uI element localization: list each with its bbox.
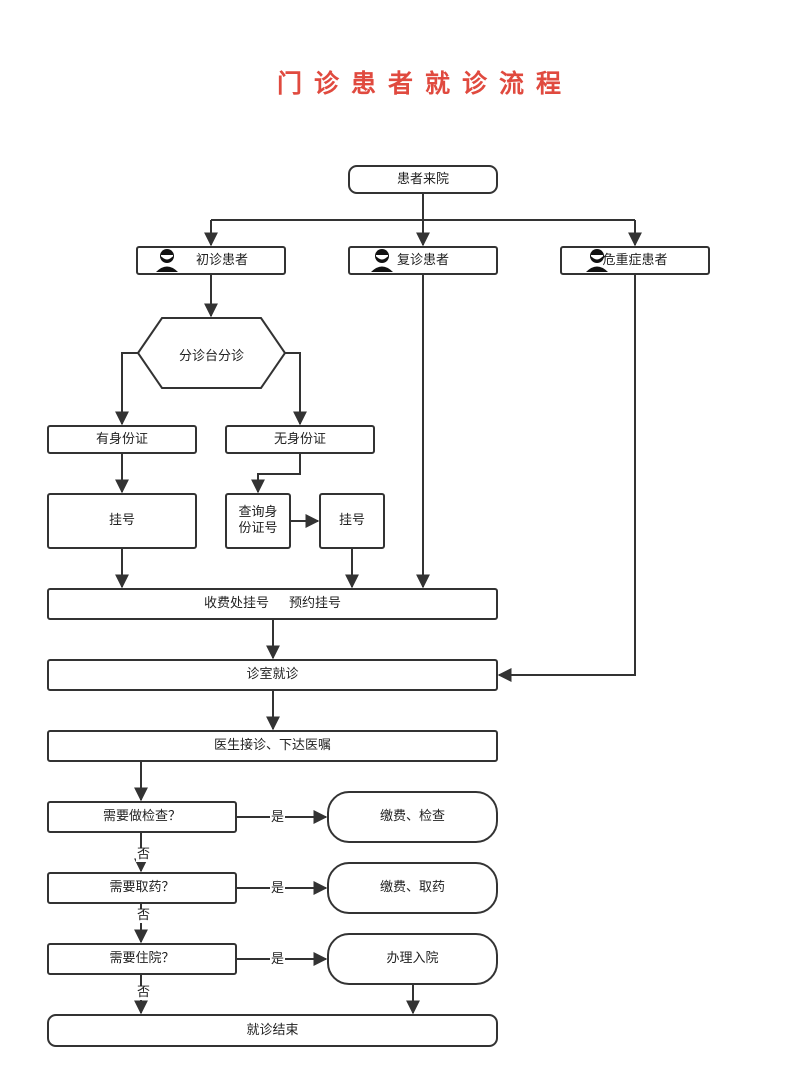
triage-hexagon — [136, 317, 287, 389]
node-register-right: 挂号 — [319, 493, 385, 549]
page-title: 门诊患者就诊流程 — [276, 69, 573, 98]
node-register-right-label: 挂号 — [338, 513, 365, 528]
node-pay-medicine-label: 缴费、取药 — [379, 880, 445, 895]
node-no-id-label: 无身份证 — [273, 431, 326, 447]
person-icon — [156, 249, 178, 272]
node-critical: 危重症患者 — [560, 246, 710, 275]
node-clinic-visit-label: 诊室就诊 — [246, 667, 299, 682]
node-pay-exam-label: 缴费、检查 — [379, 809, 445, 824]
edge-label-no: 否 — [136, 908, 152, 923]
edge-label-no: 否 — [136, 985, 152, 1000]
node-cashier-register: 收费处挂号 预约挂号 — [47, 588, 498, 620]
node-need-hospital: 需要住院？ — [47, 943, 237, 975]
node-need-exam: 需要做检查？ — [47, 801, 237, 833]
node-arrive-label: 患者来院 — [396, 171, 449, 187]
node-pay-medicine: 缴费、取药 — [327, 862, 498, 914]
node-admission: 办理入院 — [327, 933, 498, 985]
node-first-visit-label: 初诊患者 — [195, 252, 248, 268]
node-need-medicine: 需要取药？ — [47, 872, 237, 904]
node-appointment-register-label: 预约挂号 — [289, 596, 342, 611]
node-pay-exam: 缴费、检查 — [327, 791, 498, 843]
node-admission-label: 办理入院 — [386, 951, 439, 966]
node-no-id: 无身份证 — [225, 425, 375, 454]
person-icon — [586, 249, 608, 272]
node-need-medicine-label: 需要取药？ — [109, 880, 175, 895]
node-doctor-orders-label: 医生接诊、下达医嘱 — [213, 738, 331, 753]
node-register-left-label: 挂号 — [108, 513, 135, 528]
node-lookup-id-label: 查询身份证号 — [238, 505, 278, 536]
node-has-id-label: 有身份证 — [95, 431, 148, 447]
node-clinic-visit: 诊室就诊 — [47, 659, 498, 691]
node-return-visit-label: 复诊患者 — [396, 252, 449, 268]
person-icon — [371, 249, 393, 272]
node-lookup-id: 查询身份证号 — [225, 493, 291, 549]
node-triage-label: 分诊台分诊 — [178, 349, 244, 364]
edge-label-yes: 是 — [270, 952, 286, 967]
node-has-id: 有身份证 — [47, 425, 197, 454]
node-register-left: 挂号 — [47, 493, 197, 549]
edge-label-yes: 是 — [270, 881, 286, 896]
edge-label-no: 否 — [136, 847, 152, 862]
node-arrive: 患者来院 — [348, 165, 498, 194]
edge-label-yes: 是 — [270, 810, 286, 825]
node-need-hospital-label: 需要住院？ — [109, 951, 175, 966]
node-cashier-register-label: 收费处挂号 — [203, 596, 269, 611]
node-need-exam-label: 需要做检查？ — [102, 809, 181, 824]
node-end: 就诊结束 — [47, 1014, 498, 1047]
node-end-label: 就诊结束 — [246, 1022, 299, 1038]
node-doctor-orders: 医生接诊、下达医嘱 — [47, 730, 498, 762]
node-critical-label: 危重症患者 — [602, 252, 668, 268]
node-return-visit: 复诊患者 — [348, 246, 498, 275]
